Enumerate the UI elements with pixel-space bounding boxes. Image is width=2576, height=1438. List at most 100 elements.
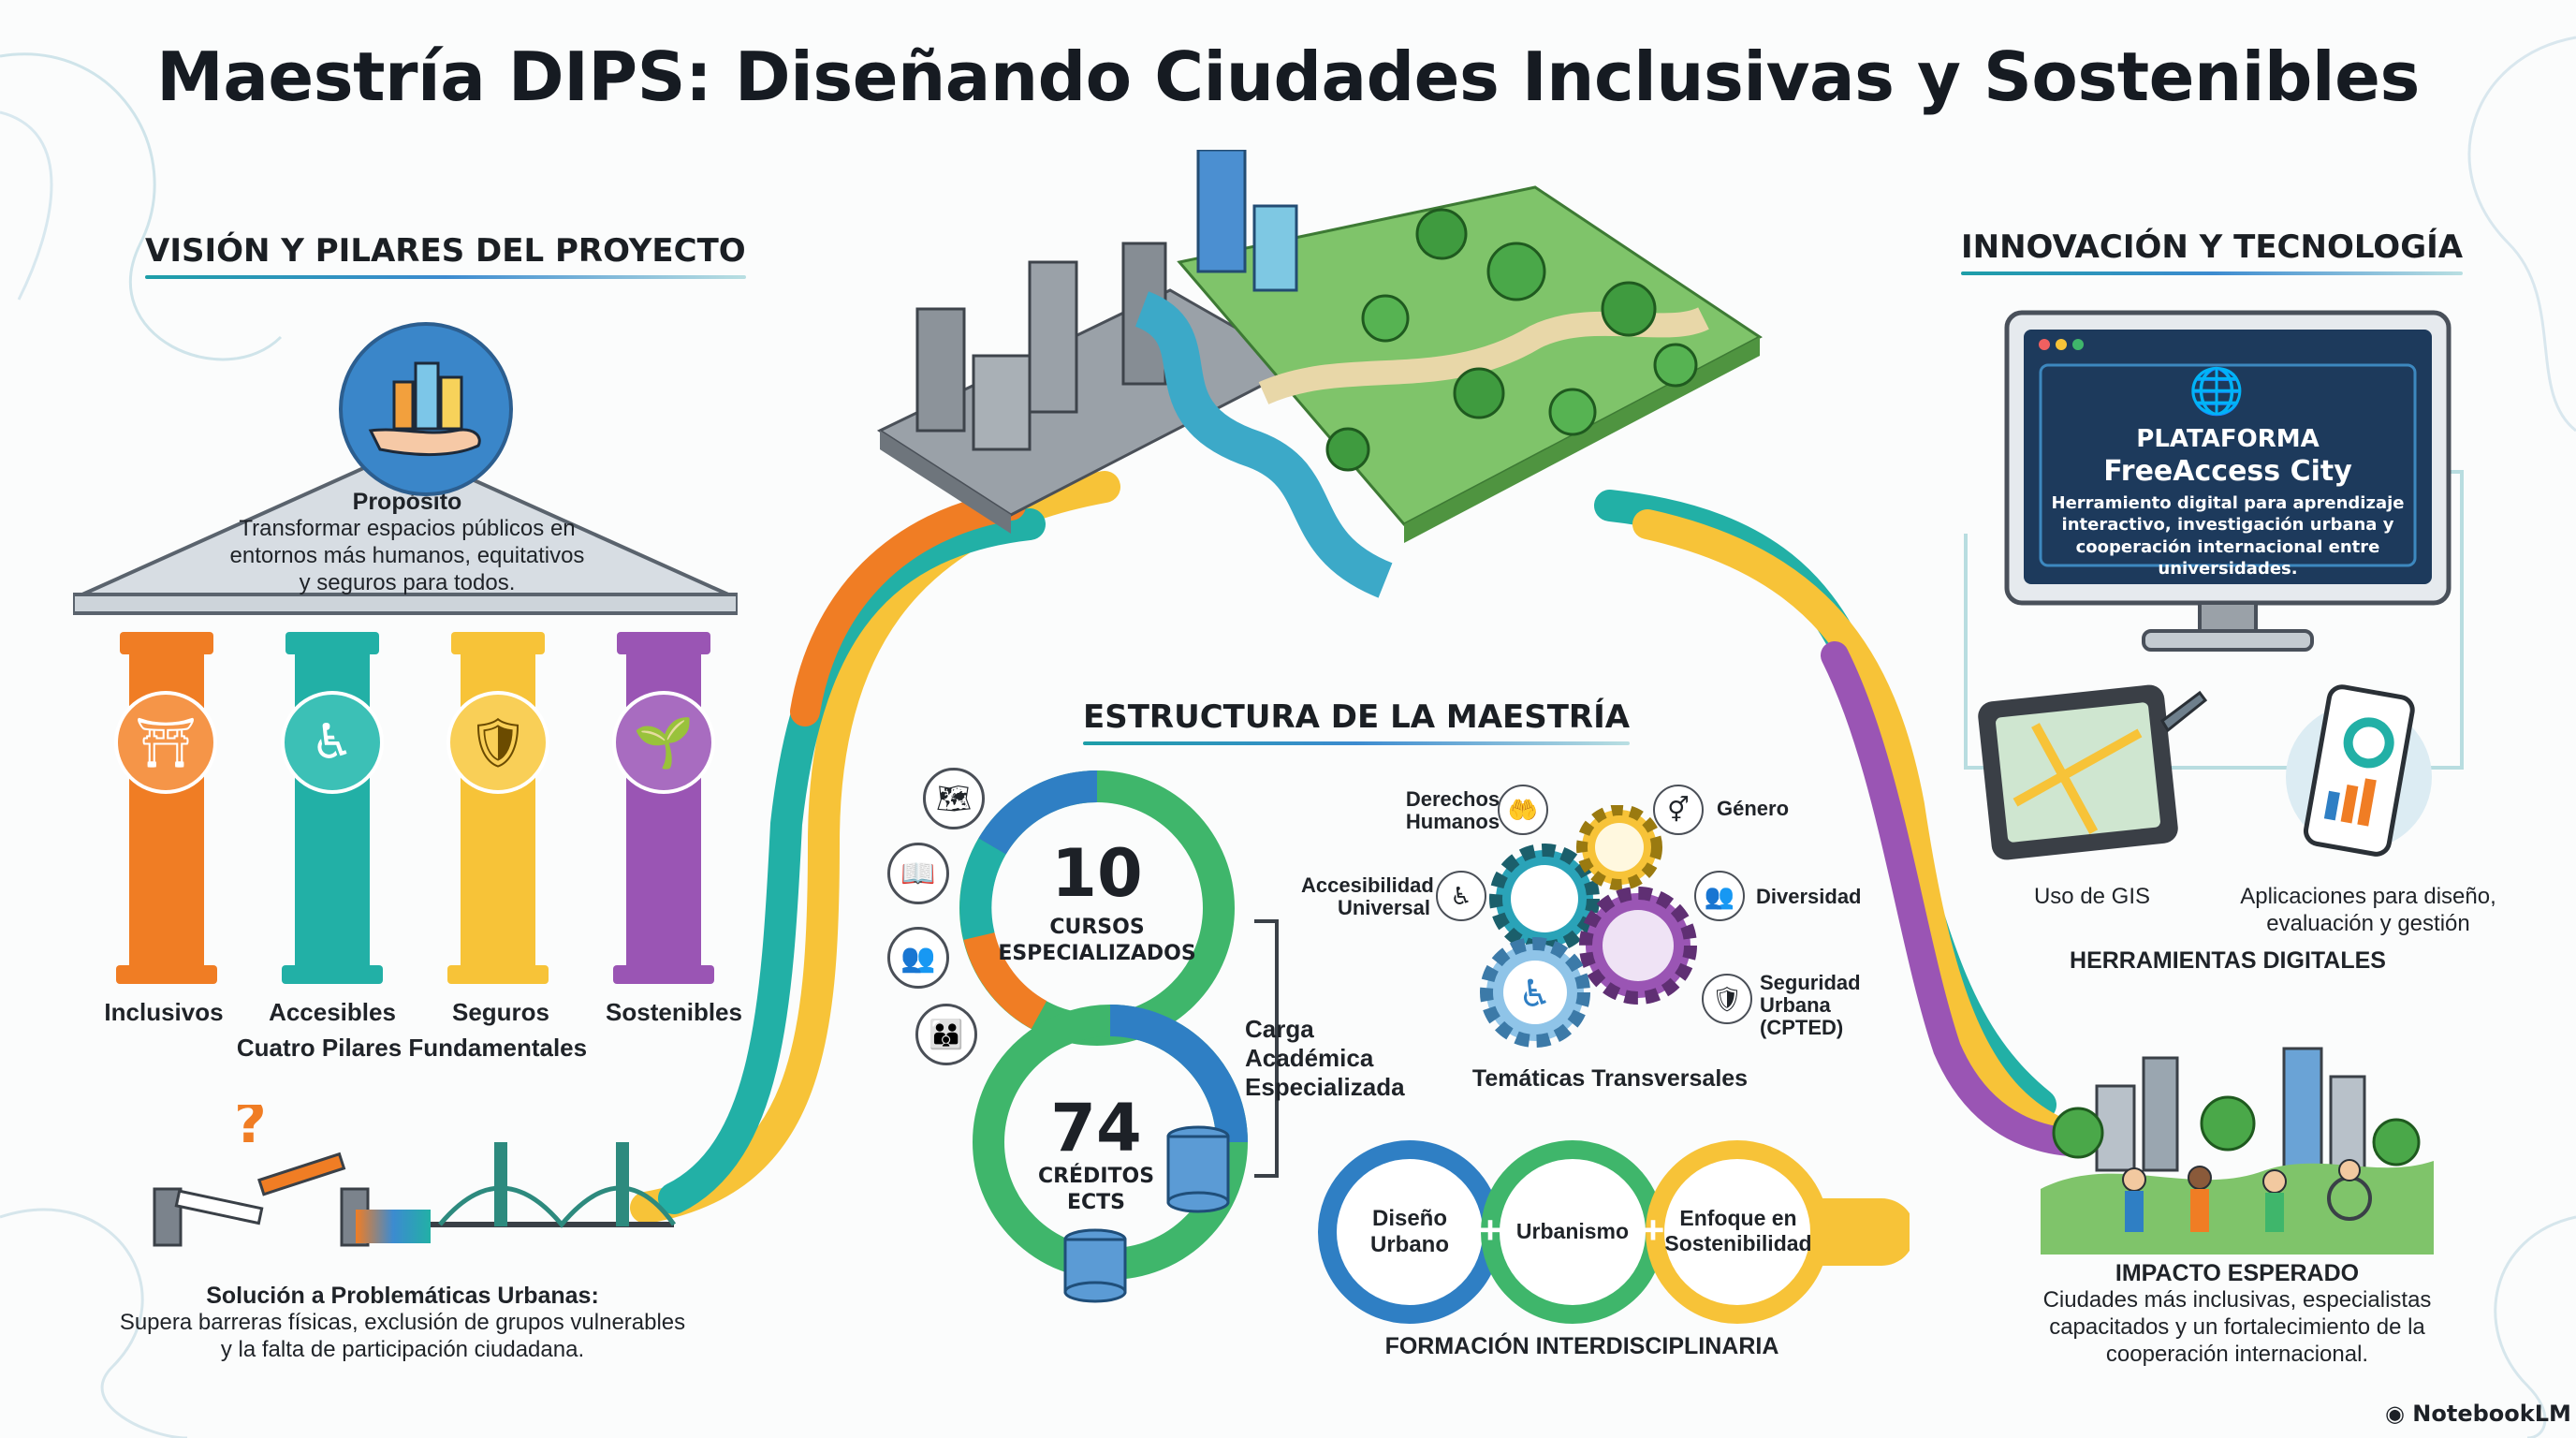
workload-line-3: Especializada <box>1245 1073 1405 1102</box>
workload-block: Carga Académica Especializada <box>1245 1015 1432 1103</box>
gate-icon: ⛩ <box>114 691 217 794</box>
wheelchair-icon: ♿ <box>1436 871 1486 921</box>
notebooklm-logo: ◉ NotebookLM <box>2385 1401 2571 1427</box>
diversity-icon: 👥 <box>1694 871 1745 921</box>
apps-line-1: Aplicaciones para diseño, <box>2240 884 2496 909</box>
impact-line-3: cooperación internacional. <box>2105 1341 2369 1367</box>
page-title: Maestría DIPS: Diseñando Ciudades Inclus… <box>156 37 2420 116</box>
platform-desc-line-4: universidades. <box>2158 559 2298 580</box>
themes-gears: ♿ <box>1480 805 1697 1048</box>
theme-derechos-line-2: Humanos <box>1405 810 1500 834</box>
theme-genero: Género <box>1717 797 1790 820</box>
platform-title-1: PLATAFORMA <box>2136 425 2320 453</box>
theme-seguridad: Seguridad Urbana (CPTED) <box>1760 971 1861 1040</box>
pillars-caption: Cuatro Pilares Fundamentales <box>236 1034 588 1062</box>
plus-icon-2: + <box>1641 1208 1665 1252</box>
theme-accesibilidad-line-2: Universal <box>1337 896 1430 920</box>
barrier-bridge-illustration: ? <box>153 1105 677 1247</box>
tools-caption: HERRAMIENTAS DIGITALES <box>2070 947 2386 974</box>
impact-block: IMPACTO ESPERADO Ciudades más inclusivas… <box>2031 1260 2443 1368</box>
group-icon: 👪 <box>915 1004 977 1065</box>
pillar-label-3: Seguros <box>451 998 550 1026</box>
impact-line-1: Ciudades más inclusivas, especialistas <box>2042 1287 2432 1313</box>
credits-number: 74 <box>1050 1090 1142 1167</box>
city-transformation-illustration <box>876 150 1763 598</box>
pillar-label-1: Inclusivos <box>104 998 224 1026</box>
discipline-sostenibilidad: Enfoque en Sostenibilidad <box>1659 1206 1818 1256</box>
apps-block: Aplicaciones para diseño, evaluación y g… <box>2209 884 2527 938</box>
people-icon: 👥 <box>887 927 949 989</box>
platform-desc-line-2: interactivo, investigación urbana y <box>2061 515 2394 536</box>
apps-line-2: evaluación y gestión <box>2266 910 2470 936</box>
solution-line-1: Supera barreras físicas, exclusión de gr… <box>119 1310 686 1335</box>
workload-bracket <box>1254 919 1279 1178</box>
shield-check-icon: 🛡 <box>446 691 549 794</box>
themes-caption: Temáticas Transversales <box>1471 1065 1749 1092</box>
coins-icon <box>1166 1125 1230 1213</box>
theme-derechos: Derechos Humanos <box>1387 787 1518 834</box>
platform-desc-line-3: cooperación internacional entre <box>2075 536 2380 557</box>
solution-block: Solución a Problemáticas Urbanas: Supera… <box>103 1283 702 1364</box>
platform-desc-line-1: Herramiento digital para aprendizaje <box>2051 493 2405 513</box>
plus-icon-1: + <box>1478 1208 1502 1252</box>
globe-icon: 🌐 <box>2188 365 2245 418</box>
courses-label-1: CURSOS <box>1049 916 1145 939</box>
innovation-heading: INNOVACIÓN Y TECNOLOGÍA <box>1961 228 2464 275</box>
pillar-label-2: Accesibles <box>269 998 396 1026</box>
theme-seguridad-line-2: Urbana <box>1760 993 1831 1018</box>
coins-icon-lower <box>1063 1228 1127 1303</box>
purpose-line-1: Transformar espacios públicos en <box>239 516 576 541</box>
solution-title: Solución a Problemáticas Urbanas: <box>206 1283 599 1309</box>
theme-derechos-line-1: Derechos <box>1405 787 1500 811</box>
theme-diversidad: Diversidad <box>1756 885 1862 908</box>
solution-line-2: y la falta de participación ciudadana. <box>220 1336 585 1362</box>
apps-phone-icon <box>2286 684 2432 857</box>
pillars <box>116 632 714 984</box>
platform-desc: Herramiento digital para aprendizaje int… <box>2037 492 2419 580</box>
notebooklm-mark-icon: ◉ <box>2385 1401 2413 1427</box>
monitor-illustration <box>2004 310 2452 652</box>
credits-label-2: ECTS <box>1066 1191 1126 1214</box>
hands-icon: 🤲 <box>1498 785 1548 835</box>
discipline-diseno-line-1: Diseño <box>1371 1206 1447 1231</box>
workload-line-2: Académica <box>1245 1044 1374 1073</box>
credits-label-1: CRÉDITOS <box>1037 1165 1155 1188</box>
pillar-label-4: Sostenibles <box>606 998 742 1026</box>
svg-text:?: ? <box>234 1105 267 1156</box>
ramp-icon: ♿ <box>281 691 384 794</box>
book-icon: 📖 <box>887 843 949 904</box>
disciplines-caption: FORMACIÓN INTERDISCIPLINARIA <box>1384 1333 1779 1359</box>
discipline-diseno-line-2: Urbano <box>1370 1232 1449 1257</box>
gis-tablet-icon <box>1978 684 2208 860</box>
temple-roof <box>73 449 738 615</box>
city-hand-icon <box>339 322 513 496</box>
purpose-line-3: y seguros para todos. <box>299 569 516 595</box>
platform-title-2: FreeAccess City <box>2103 455 2352 488</box>
purpose-line-2: entornos más humanos, equitativos <box>229 542 585 568</box>
svg-text:♿: ♿ <box>1518 973 1552 1016</box>
discipline-sostenibilidad-line-2: Sostenibilidad <box>1664 1231 1812 1255</box>
shield-icon: 🛡 <box>1702 974 1752 1024</box>
plant-hand-icon: 🌱 <box>612 691 715 794</box>
theme-seguridad-line-1: Seguridad <box>1760 971 1861 994</box>
map-icon: 🗺 <box>923 768 985 829</box>
purpose-block: Propósito Transformar espacios públicos … <box>197 489 618 596</box>
vision-heading: VISIÓN Y PILARES DEL PROYECTO <box>145 232 746 279</box>
theme-seguridad-line-3: (CPTED) <box>1760 1016 1844 1040</box>
courses-number: 10 <box>1051 835 1143 912</box>
discipline-urbanismo: Urbanismo <box>1515 1219 1630 1243</box>
impact-title: IMPACTO ESPERADO <box>2115 1260 2360 1286</box>
gender-icon: ⚥ <box>1653 785 1704 835</box>
brand-label: NotebookLM <box>2412 1401 2571 1427</box>
discipline-diseno: Diseño Urbano <box>1344 1206 1475 1258</box>
theme-accesibilidad-line-1: Accesibilidad <box>1301 873 1434 897</box>
gis-label: Uso de GIS <box>2033 884 2151 909</box>
theme-accesibilidad: Accesibilidad Universal <box>1301 873 1434 920</box>
disciplines-rings <box>1318 1140 1910 1324</box>
impact-line-2: capacitados y un fortalecimiento de la <box>2049 1313 2425 1340</box>
impact-illustration <box>2041 1047 2434 1255</box>
discipline-sostenibilidad-line-1: Enfoque en <box>1679 1206 1797 1230</box>
courses-label-2: ESPECIALIZADOS <box>998 942 1196 965</box>
